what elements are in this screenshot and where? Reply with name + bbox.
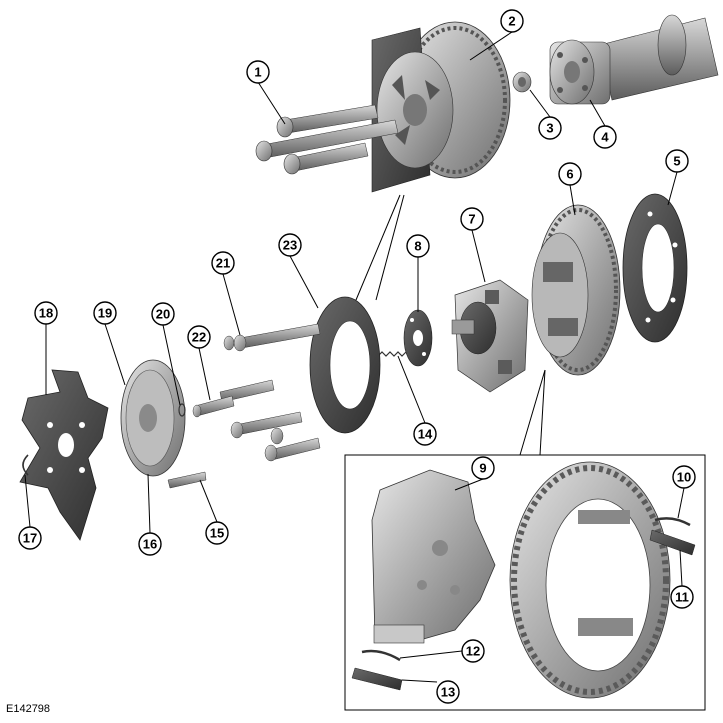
callout-17: 17 bbox=[18, 526, 42, 550]
front-cover bbox=[120, 359, 207, 489]
svg-text:21: 21 bbox=[216, 256, 230, 271]
callout-4: 4 bbox=[593, 125, 617, 149]
svg-text:15: 15 bbox=[210, 526, 224, 541]
locking-pin bbox=[192, 395, 235, 418]
sprocket-housing bbox=[531, 204, 621, 376]
callout-5: 5 bbox=[665, 149, 689, 173]
svg-text:13: 13 bbox=[441, 685, 455, 700]
callout-3: 3 bbox=[538, 116, 562, 140]
camshaft-sprocket-assembly bbox=[371, 21, 511, 193]
vane-rotor bbox=[451, 279, 529, 393]
callout-21: 21 bbox=[211, 251, 235, 275]
svg-text:2: 2 bbox=[508, 14, 515, 29]
callout-14: 14 bbox=[413, 422, 437, 446]
svg-text:14: 14 bbox=[418, 427, 433, 442]
callout-22: 22 bbox=[187, 325, 211, 349]
callout-15: 15 bbox=[205, 521, 229, 545]
bolts-upper bbox=[255, 104, 399, 175]
callout-11: 11 bbox=[670, 585, 694, 609]
svg-text:10: 10 bbox=[677, 470, 691, 485]
callout-1: 1 bbox=[246, 60, 270, 84]
callout-23: 23 bbox=[278, 233, 302, 257]
svg-text:9: 9 bbox=[479, 461, 486, 476]
bolts-lower bbox=[219, 323, 321, 462]
svg-text:8: 8 bbox=[414, 239, 421, 254]
figure-reference: E142798 bbox=[6, 703, 50, 715]
dowel-pin bbox=[512, 71, 532, 93]
svg-text:18: 18 bbox=[39, 306, 53, 321]
callout-10: 10 bbox=[672, 465, 696, 489]
svg-text:6: 6 bbox=[566, 167, 573, 182]
svg-text:5: 5 bbox=[673, 154, 680, 169]
callout-7: 7 bbox=[460, 207, 484, 231]
svg-text:12: 12 bbox=[466, 644, 480, 659]
cover-plate bbox=[403, 309, 433, 367]
small-washer bbox=[178, 403, 186, 417]
retaining-ring bbox=[622, 193, 688, 343]
svg-text:17: 17 bbox=[23, 531, 37, 546]
callout-9: 9 bbox=[471, 456, 495, 480]
return-spring bbox=[377, 351, 407, 357]
callout-2: 2 bbox=[500, 9, 524, 33]
svg-text:16: 16 bbox=[143, 537, 157, 552]
svg-text:20: 20 bbox=[156, 307, 170, 322]
svg-text:3: 3 bbox=[546, 121, 553, 136]
assembly-guide-lines bbox=[355, 194, 546, 456]
callout-12: 12 bbox=[461, 639, 485, 663]
svg-text:19: 19 bbox=[98, 306, 112, 321]
leader-lines bbox=[24, 31, 685, 683]
circlip bbox=[22, 454, 29, 476]
svg-text:23: 23 bbox=[283, 238, 297, 253]
svg-text:11: 11 bbox=[675, 590, 689, 605]
svg-text:7: 7 bbox=[468, 212, 475, 227]
svg-text:1: 1 bbox=[254, 65, 261, 80]
callout-8: 8 bbox=[406, 234, 430, 258]
callout-20: 20 bbox=[151, 302, 175, 326]
front-plate bbox=[309, 296, 381, 434]
detail-inset bbox=[344, 454, 706, 711]
callout-18: 18 bbox=[34, 301, 58, 325]
camshaft bbox=[549, 14, 719, 105]
svg-text:22: 22 bbox=[192, 330, 206, 345]
callout-13: 13 bbox=[436, 680, 460, 704]
callout-6: 6 bbox=[558, 162, 582, 186]
svg-text:4: 4 bbox=[601, 130, 609, 145]
shield-plate bbox=[19, 369, 109, 541]
callout-16: 16 bbox=[138, 532, 162, 556]
callout-19: 19 bbox=[93, 301, 117, 325]
